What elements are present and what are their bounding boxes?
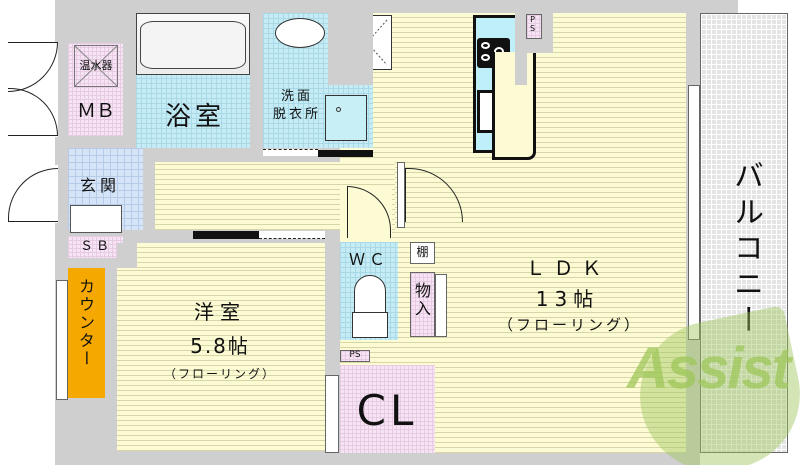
washroom-notch xyxy=(328,13,373,85)
mb-label: ＭＢ xyxy=(76,100,115,122)
washroom-label-2: 脱衣所 xyxy=(272,107,321,122)
shoe-box-label: ＳＢ xyxy=(79,239,112,254)
kitchen-bar xyxy=(492,52,536,160)
bathroom-label: 浴室 xyxy=(164,102,225,132)
western-room-floor xyxy=(117,243,325,451)
ldk-flooring: （フローリング） xyxy=(497,316,642,334)
western-room-corner-wall xyxy=(117,243,137,268)
burner-icon xyxy=(481,54,490,61)
burner-icon xyxy=(481,42,490,49)
ps-bottom-box xyxy=(340,350,370,362)
ldk-size: 13帖 xyxy=(535,287,600,311)
watermark-text: Assist xyxy=(626,336,791,401)
water-heater-box: 温水器 xyxy=(74,45,118,87)
washroom-label-1: 洗面 xyxy=(280,89,313,104)
washing-machine-pan xyxy=(325,95,367,141)
water-heater-label: 温水器 xyxy=(79,59,113,72)
western-room-flooring: （フローリング） xyxy=(163,367,276,381)
washroom-door-sliding-dark[interactable] xyxy=(318,150,373,157)
storage xyxy=(410,272,435,337)
closet-floor xyxy=(340,365,435,453)
closet-label: CL xyxy=(356,386,418,435)
balcony-floor xyxy=(700,13,788,453)
kitchen-pillar-lower xyxy=(515,50,527,85)
washroom-door-sliding[interactable] xyxy=(263,149,318,156)
entrance-label: 玄関 xyxy=(79,176,120,195)
western-room-door-sliding[interactable] xyxy=(259,231,325,239)
balcony-label: バルコニー xyxy=(728,160,763,340)
western-room-size: 5.8帖 xyxy=(190,334,250,358)
ldk-name: ＬＤＫ xyxy=(525,256,610,280)
drain-icon xyxy=(336,107,341,112)
counter-window xyxy=(56,280,68,400)
western-room-name: 洋室 xyxy=(194,300,246,324)
toilet-tank xyxy=(352,312,388,338)
wc-label: ＷＣ xyxy=(348,250,389,269)
balcony-window[interactable] xyxy=(688,85,700,340)
counter-label: カウンター xyxy=(76,278,95,368)
ps-top-label: PS xyxy=(528,15,537,33)
bath-wash-wall xyxy=(250,13,263,148)
western-room-door-sliding-dark[interactable] xyxy=(193,231,259,239)
shelf xyxy=(410,242,435,264)
ldk-door-jamb xyxy=(397,162,405,228)
western-room-floor-main xyxy=(137,243,325,268)
mb-room xyxy=(68,43,123,136)
shoe-box-doors[interactable] xyxy=(70,205,122,233)
x-mark-icon xyxy=(75,46,117,86)
bathtub-inner xyxy=(140,21,246,69)
storage-door[interactable] xyxy=(435,274,447,337)
closet-door[interactable] xyxy=(325,375,339,453)
storage-label: 物入 xyxy=(412,282,431,318)
ps-top-box xyxy=(526,14,542,39)
shelf-label: 棚 xyxy=(416,245,429,259)
ps-bottom-label: PS xyxy=(349,350,361,360)
washbasin xyxy=(275,18,325,48)
shoe-box xyxy=(68,236,123,258)
counter xyxy=(68,268,105,398)
